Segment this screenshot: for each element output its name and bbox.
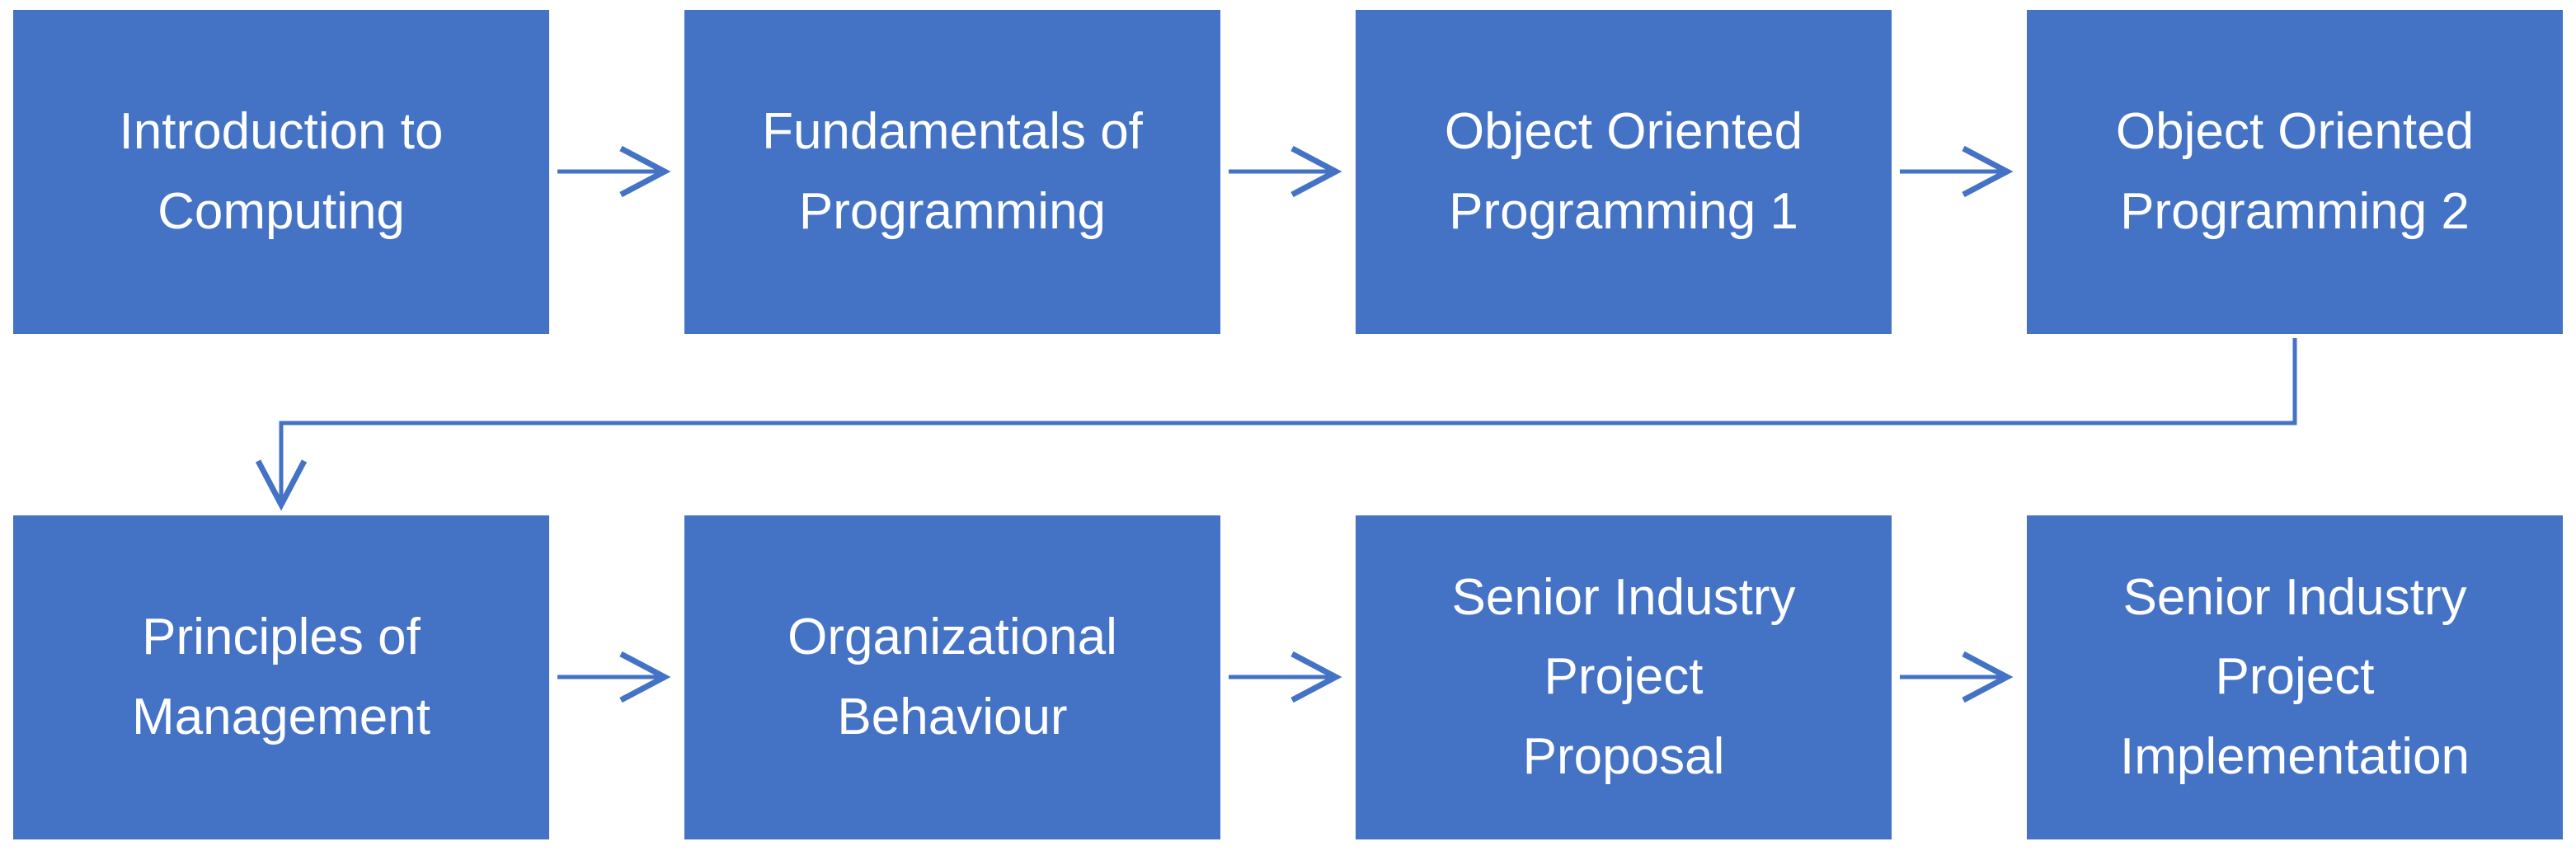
arrow-fundamentals-to-oop1 (1229, 145, 1342, 198)
flow-node-object-oriented-programming-1: Object Oriented Programming 1 (1356, 10, 1892, 334)
arrow-proposal-to-implementation (1900, 651, 2014, 703)
flow-node-introduction-to-computing: Introduction to Computing (13, 10, 549, 334)
arrow-oop1-to-oop2 (1900, 145, 2014, 198)
flow-node-object-oriented-programming-2: Object Oriented Programming 2 (2027, 10, 2563, 334)
flow-node-organizational-behaviour: Organizational Behaviour (684, 515, 1220, 839)
arrow-principles-to-organizational (557, 651, 671, 703)
flow-node-principles-of-management: Principles of Management (13, 515, 549, 839)
arrow-organizational-to-proposal (1229, 651, 1342, 703)
arrow-oop2-to-principles-elbow (255, 338, 2297, 511)
flow-node-senior-industry-project-implementation: Senior Industry Project Implementation (2027, 515, 2563, 839)
flow-node-fundamentals-of-programming: Fundamentals of Programming (684, 10, 1220, 334)
arrow-intro-to-fundamentals (557, 145, 671, 198)
flow-node-senior-industry-project-proposal: Senior Industry Project Proposal (1356, 515, 1892, 839)
